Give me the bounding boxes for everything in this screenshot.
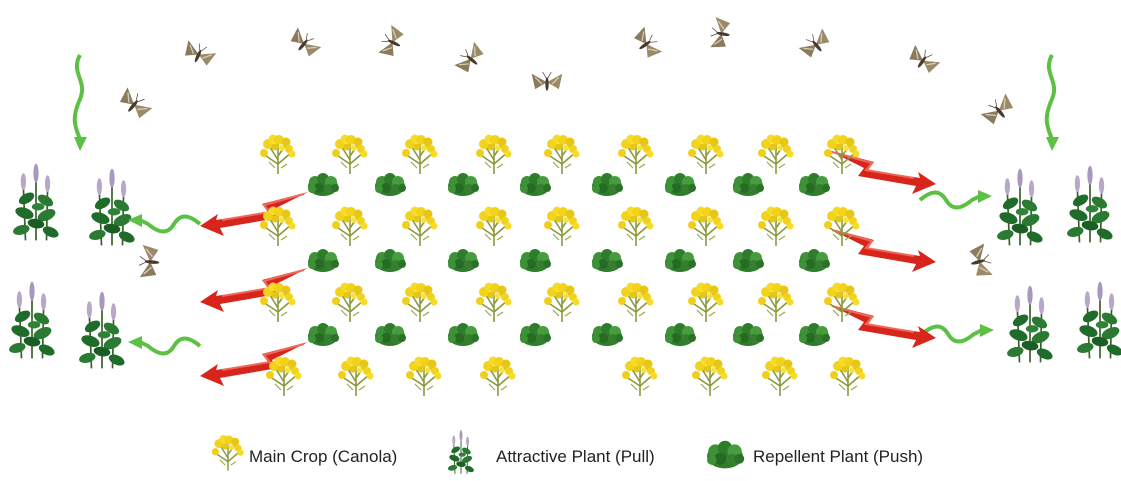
repellent-plant-icon — [520, 173, 551, 196]
repellent-plant-icon — [733, 173, 764, 196]
pull-arrow-icon — [1046, 55, 1059, 151]
repellent-plant-icon — [592, 323, 623, 346]
push-arrow-icon — [828, 150, 936, 194]
repellent-plant-icon — [520, 249, 551, 272]
repellent-plant-icon — [448, 323, 479, 346]
canola-icon — [402, 283, 438, 323]
repellent-plant-icon — [799, 323, 830, 346]
repellent-plant-icon — [733, 323, 764, 346]
canola-icon — [762, 357, 798, 397]
moth-icon — [532, 72, 563, 91]
repellent-plant-icon — [375, 249, 406, 272]
canola-icon — [332, 207, 368, 247]
repellent-plant-icon — [375, 173, 406, 196]
legend-repellent-label: Repellent Plant (Push) — [753, 447, 923, 466]
moth-icon — [967, 243, 995, 279]
canola-icon — [544, 135, 580, 175]
canola-icon — [406, 357, 442, 397]
repellent-plant-icon — [308, 323, 339, 346]
moth-icon — [798, 27, 833, 61]
canola-icon — [260, 207, 296, 247]
repellent-plant-icon — [375, 323, 406, 346]
canola-icon — [402, 135, 438, 175]
canola-icon — [622, 357, 658, 397]
repellent-plant-icon — [733, 249, 764, 272]
moth-icon — [287, 26, 322, 60]
canola-icon — [688, 135, 724, 175]
canola-icon — [618, 207, 654, 247]
attractive-plant-icon — [1066, 166, 1114, 243]
moth-icon — [116, 86, 154, 122]
attractive-plants — [8, 164, 1121, 369]
attractive-plant-icon — [1076, 282, 1121, 359]
canola-icon — [688, 207, 724, 247]
canola-icon — [476, 283, 512, 323]
canola-icon — [260, 135, 296, 175]
pull-arrow-icon — [128, 336, 200, 354]
moth-icon — [631, 26, 664, 62]
canola-icon — [544, 207, 580, 247]
moth-icon — [181, 39, 217, 69]
canola-icon — [476, 207, 512, 247]
repellent-plant-icon — [448, 173, 479, 196]
canola-icon — [692, 357, 728, 397]
repellent-plant-icon — [707, 441, 744, 469]
canola-icon — [824, 135, 860, 175]
pull-arrow-icon — [920, 190, 992, 208]
canola-icon — [476, 135, 512, 175]
canola-icon — [480, 357, 516, 397]
attractive-plant-icon — [447, 430, 475, 474]
canola-icon — [618, 283, 654, 323]
pull-arrow-icon — [74, 55, 87, 151]
canola-icon — [212, 435, 244, 471]
legend-main-crop-label: Main Crop (Canola) — [249, 447, 397, 466]
crop-field — [260, 135, 866, 397]
canola-icon — [688, 283, 724, 323]
moth-icon — [709, 17, 733, 50]
attractive-plant-icon — [88, 169, 136, 246]
repellent-plant-icon — [592, 173, 623, 196]
pull-arrow-icon — [128, 214, 200, 232]
repellent-plant-icon — [665, 323, 696, 346]
moth-icon — [377, 24, 407, 60]
canola-icon — [266, 357, 302, 397]
moth-icon — [906, 43, 942, 76]
attractive-plant-icon — [1006, 286, 1054, 363]
moth-icon — [138, 245, 161, 279]
repellent-plant-icon — [520, 323, 551, 346]
canola-icon — [758, 207, 794, 247]
repellent-plant-icon — [308, 249, 339, 272]
repellent-plant-icon — [799, 173, 830, 196]
canola-icon — [402, 207, 438, 247]
canola-icon — [332, 283, 368, 323]
canola-icon — [830, 357, 866, 397]
canola-icon — [332, 135, 368, 175]
moth-icon — [979, 92, 1017, 128]
legend-attractive-label: Attractive Plant (Pull) — [496, 447, 655, 466]
attractive-plant-icon — [12, 164, 60, 241]
legend: Main Crop (Canola) Attractive Plant (Pul… — [212, 430, 923, 474]
repellent-plant-icon — [308, 173, 339, 196]
canola-icon — [758, 135, 794, 175]
attractive-plant-icon — [996, 169, 1044, 246]
attractive-plant-icon — [8, 282, 56, 359]
repellent-plant-icon — [448, 249, 479, 272]
canola-icon — [338, 357, 374, 397]
canola-icon — [758, 283, 794, 323]
repellent-plant-icon — [665, 173, 696, 196]
moth-icon — [453, 41, 487, 76]
canola-icon — [618, 135, 654, 175]
attractive-plant-icon — [78, 292, 126, 369]
canola-icon — [544, 283, 580, 323]
repellent-plant-icon — [799, 249, 830, 272]
repellent-plant-icon — [665, 249, 696, 272]
repellent-plant-icon — [592, 249, 623, 272]
canola-icon — [260, 283, 296, 323]
